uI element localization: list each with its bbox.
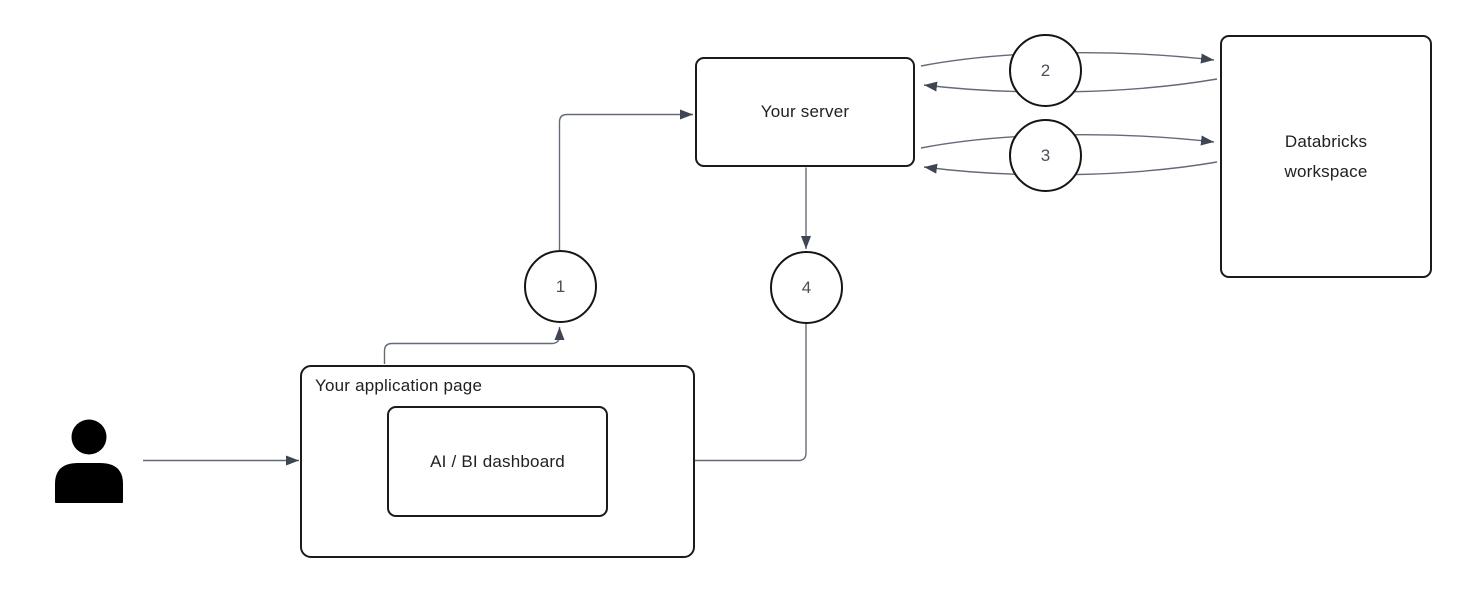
dashboard-box: AI / BI dashboard [387, 406, 608, 517]
server-box: Your server [695, 57, 915, 167]
application-page-label: Your application page [315, 376, 483, 395]
step-number-4: 4 [801, 277, 812, 297]
databricks-label-line2: workspace [1284, 161, 1368, 181]
step-circle-1: 1 [524, 250, 597, 323]
step-circle-2: 2 [1009, 34, 1082, 107]
step-number-3: 3 [1040, 145, 1051, 165]
step-circle-3: 3 [1009, 119, 1082, 192]
arrow-app-to-step1 [383, 327, 565, 364]
arrow-step1-to-server [558, 109, 693, 250]
databricks-workspace-box: Databricks workspace [1220, 35, 1432, 278]
application-page-box: Your application page [300, 365, 695, 558]
dashboard-label: AI / BI dashboard [430, 451, 565, 471]
step-number-2: 2 [1040, 60, 1051, 80]
person-icon [55, 419, 123, 503]
databricks-label: Databricks workspace [1284, 127, 1367, 187]
server-label: Your server [760, 102, 850, 121]
databricks-label-line1: Databricks [1284, 131, 1368, 151]
step-number-1: 1 [555, 276, 566, 296]
step-circle-4: 4 [770, 251, 843, 324]
